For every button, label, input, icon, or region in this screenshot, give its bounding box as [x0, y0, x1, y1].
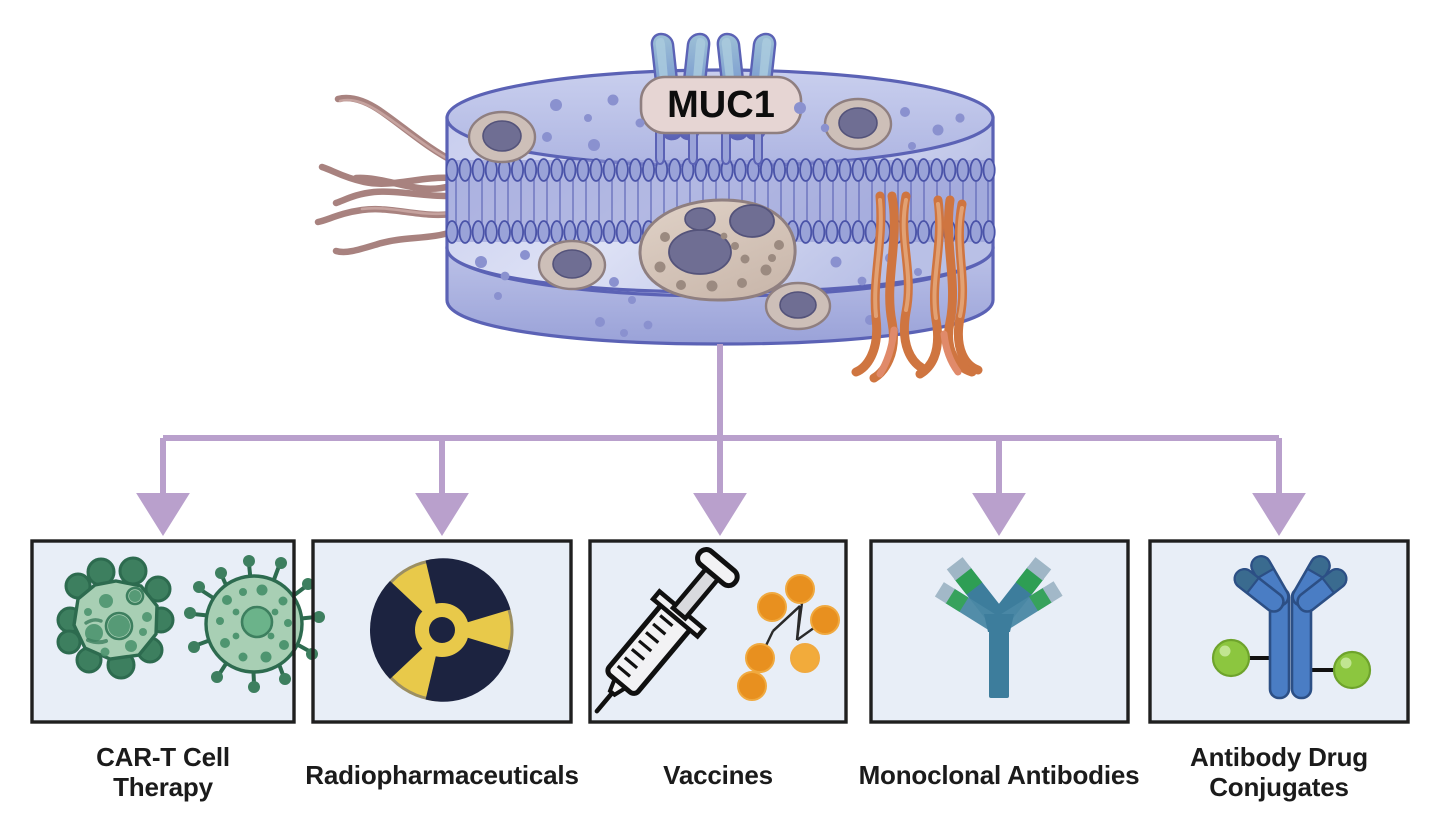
panel-label-antibody-drug-conjugates: Antibody Drug Conjugates [1150, 742, 1408, 802]
panel-frame-vaccines[interactable] [588, 539, 848, 724]
lipid-head [668, 158, 682, 182]
lipid-head [550, 220, 564, 244]
panel-label-line2: Conjugates [1209, 772, 1349, 802]
lipid-head [707, 158, 721, 182]
lipid-head [786, 158, 800, 182]
lipid-head [458, 220, 472, 244]
lipid-head [838, 220, 852, 244]
panel-frame-antibody-drug-conjugates[interactable] [1148, 539, 1410, 724]
lipid-head [851, 220, 865, 244]
lipid-head [864, 158, 878, 182]
panel-car-t-icon [56, 555, 325, 693]
lipid-head [589, 220, 603, 244]
panel-label-line1: Vaccines [663, 760, 773, 790]
lipid-head [943, 158, 957, 182]
lipid-head [445, 158, 459, 182]
lipid-head [799, 220, 813, 244]
lipid-head [956, 158, 970, 182]
lipid-head [733, 158, 747, 182]
lipid-head [537, 220, 551, 244]
lipid-head [877, 158, 891, 182]
lipid-head [969, 220, 983, 244]
lipid-head [471, 158, 485, 182]
lipid-head [458, 158, 472, 182]
lipid-head [694, 158, 708, 182]
lipid-head [681, 158, 695, 182]
muc1-receptor-group: MUC1 [639, 32, 803, 165]
lipid-head [904, 158, 918, 182]
lipid-head [576, 220, 590, 244]
cilia-group [314, 94, 459, 256]
lipid-head [524, 158, 538, 182]
lipid-head [825, 158, 839, 182]
panel-frames [30, 539, 1410, 724]
panel-radiation-icon [369, 558, 514, 702]
lipid-head [969, 158, 983, 182]
lipid-head [615, 220, 629, 244]
lipid-head [589, 158, 603, 182]
lipid-head [890, 158, 904, 182]
panel-frame-radiopharmaceuticals[interactable] [311, 539, 573, 724]
panel-label-line1: CAR-T Cell [96, 742, 230, 772]
lipid-head [615, 158, 629, 182]
lipid-head [825, 220, 839, 244]
lipid-head [445, 220, 459, 244]
lipid-head [497, 220, 511, 244]
lipid-head [812, 220, 826, 244]
lipid-head [642, 158, 656, 182]
lipid-head [602, 158, 616, 182]
panel-vaccines-icon [594, 547, 840, 714]
lipid-head [851, 158, 865, 182]
panel-label-car-t: CAR-T Cell Therapy [32, 742, 294, 802]
lipid-head [563, 158, 577, 182]
cilia-highlight [338, 98, 454, 216]
panel-label-line2: Therapy [113, 772, 213, 802]
lipid-head [812, 158, 826, 182]
lipid-head [628, 158, 642, 182]
lipid-head [524, 220, 538, 244]
panel-label-vaccines: Vaccines [590, 760, 846, 790]
lipid-head [759, 158, 773, 182]
lipid-head [838, 158, 852, 182]
lipid-head [563, 220, 577, 244]
lipid-head [484, 220, 498, 244]
panel-label-radiopharmaceuticals: Radiopharmaceuticals [283, 760, 601, 790]
lipid-head [982, 220, 996, 244]
panel-label-monoclonal-antibodies: Monoclonal Antibodies [829, 760, 1169, 790]
panel-label-line1: Monoclonal Antibodies [858, 760, 1140, 790]
lipid-head [576, 158, 590, 182]
panel-mab-icon [934, 557, 1063, 698]
lipid-head [537, 158, 551, 182]
mucin-filaments-group [851, 191, 983, 383]
connector-tree [136, 344, 1306, 536]
lipid-head [982, 158, 996, 182]
muc1-label: MUC1 [667, 84, 775, 126]
panel-adc-icon [1211, 555, 1372, 700]
panel-label-line1: Antibody Drug [1190, 742, 1368, 772]
lipid-head [510, 158, 524, 182]
panel-label-line1: Radiopharmaceuticals [305, 760, 579, 790]
lipid-head [471, 220, 485, 244]
cytoplasm-specks [475, 94, 965, 337]
lipid-head [917, 158, 931, 182]
lipid-head [602, 220, 616, 244]
lipid-head [550, 158, 564, 182]
lipid-head [799, 158, 813, 182]
lipid-head [917, 220, 931, 244]
organelles-group [467, 97, 893, 331]
lipid-head [930, 158, 944, 182]
molecule-icon [737, 574, 840, 701]
panel-frame-car-t[interactable] [30, 539, 296, 724]
lipid-head [628, 220, 642, 244]
panel-frame-monoclonal-antibodies[interactable] [869, 539, 1130, 724]
lipid-head [773, 158, 787, 182]
lipid-head [510, 220, 524, 244]
